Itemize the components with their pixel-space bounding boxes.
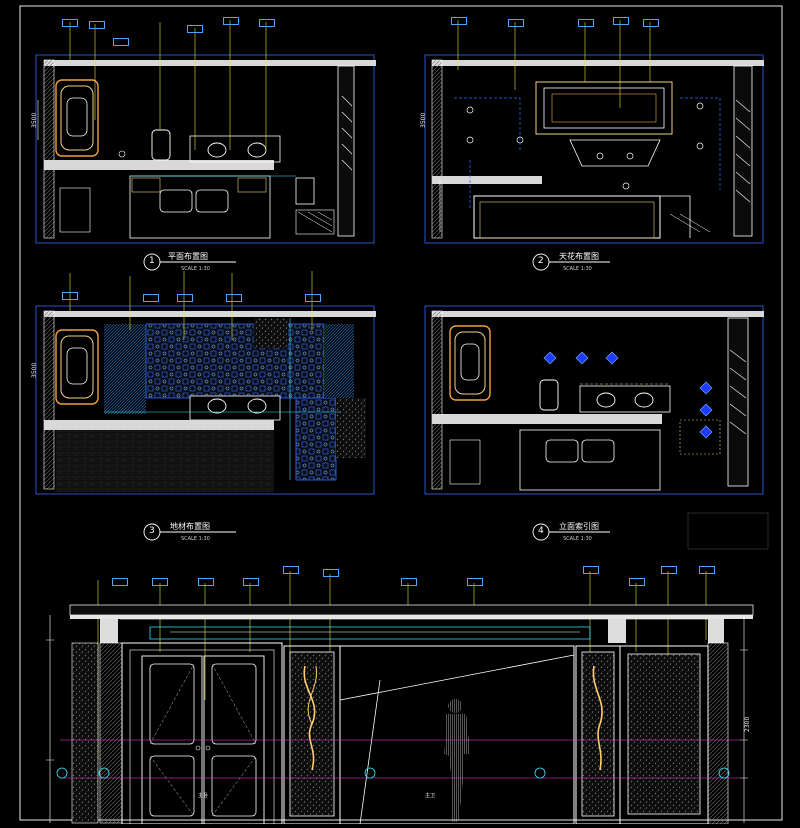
panel-scale: SCALE 1:30 [181, 266, 210, 272]
annotation-tag [583, 566, 599, 574]
panel-scale: SCALE 1:30 [563, 266, 592, 272]
ceiling-layout-panel [424, 20, 764, 244]
sheet-border [19, 5, 783, 821]
bathtub [55, 329, 99, 405]
elevation-index-panel [424, 305, 764, 495]
panel-title-markers [143, 253, 610, 541]
annotation-tag [259, 19, 275, 27]
plan-layout-panel [35, 20, 376, 244]
annotation-tag [578, 19, 594, 27]
basin [207, 398, 227, 414]
human-silhouette [444, 699, 470, 822]
bed [129, 175, 271, 239]
annotation-tag [62, 19, 78, 27]
annotation-tag [187, 25, 203, 33]
basin [247, 142, 267, 158]
annotation-tag [305, 294, 321, 302]
annotation-tag [243, 578, 259, 586]
panel-number: 3 [149, 526, 155, 536]
panel-scale: SCALE 1:30 [181, 536, 210, 542]
room-label: 主卧 [198, 793, 209, 799]
annotation-tag [467, 578, 483, 586]
wall-elevation [46, 571, 754, 825]
annotation-tag [143, 294, 159, 302]
checker-floor [145, 323, 325, 399]
basin [634, 392, 654, 408]
annotation-tag [401, 578, 417, 586]
panel-scale: SCALE 1:30 [563, 536, 592, 542]
panel-number: 4 [538, 526, 544, 536]
annotation-tag [152, 578, 168, 586]
room-label: 主卫 [425, 793, 436, 799]
annotation-tag [629, 578, 645, 586]
wood-floor [56, 430, 274, 492]
panel-title: 平面布置图 [168, 252, 208, 261]
annotation-tag [508, 19, 524, 27]
panel-number: 2 [538, 256, 544, 266]
annotation-tag [661, 566, 677, 574]
bed [519, 429, 661, 491]
dimension-text: 2300 [744, 716, 751, 732]
annotation-tag [112, 578, 128, 586]
annotation-tag [226, 294, 242, 302]
annotation-tag [613, 17, 629, 25]
panel-number: 1 [149, 256, 155, 266]
annotation-tag [323, 569, 339, 577]
dimension-text: 3500 [31, 362, 38, 378]
annotation-tag [283, 566, 299, 574]
annotation-tag [451, 17, 467, 25]
dimension-text: 3500 [31, 112, 38, 128]
bathtub [449, 325, 491, 401]
annotation-tag [177, 294, 193, 302]
panel-title: 地材布置图 [170, 522, 210, 531]
annotation-tag [198, 578, 214, 586]
bathtub [55, 79, 99, 157]
annotation-tag [223, 17, 239, 25]
annotation-tag [113, 38, 129, 46]
dimension-text: 3500 [420, 112, 427, 128]
annotation-tag [62, 292, 78, 300]
basin [596, 392, 616, 408]
panel-title: 天花布置图 [559, 252, 599, 261]
panel-title: 立面索引图 [559, 522, 599, 531]
annotation-tag [643, 19, 659, 27]
toilet [151, 129, 171, 161]
basin [207, 142, 227, 158]
toilet [539, 379, 559, 411]
basin [247, 398, 267, 414]
annotation-tag [89, 21, 105, 29]
annotation-tag [699, 566, 715, 574]
floor-material-panel [35, 271, 376, 495]
